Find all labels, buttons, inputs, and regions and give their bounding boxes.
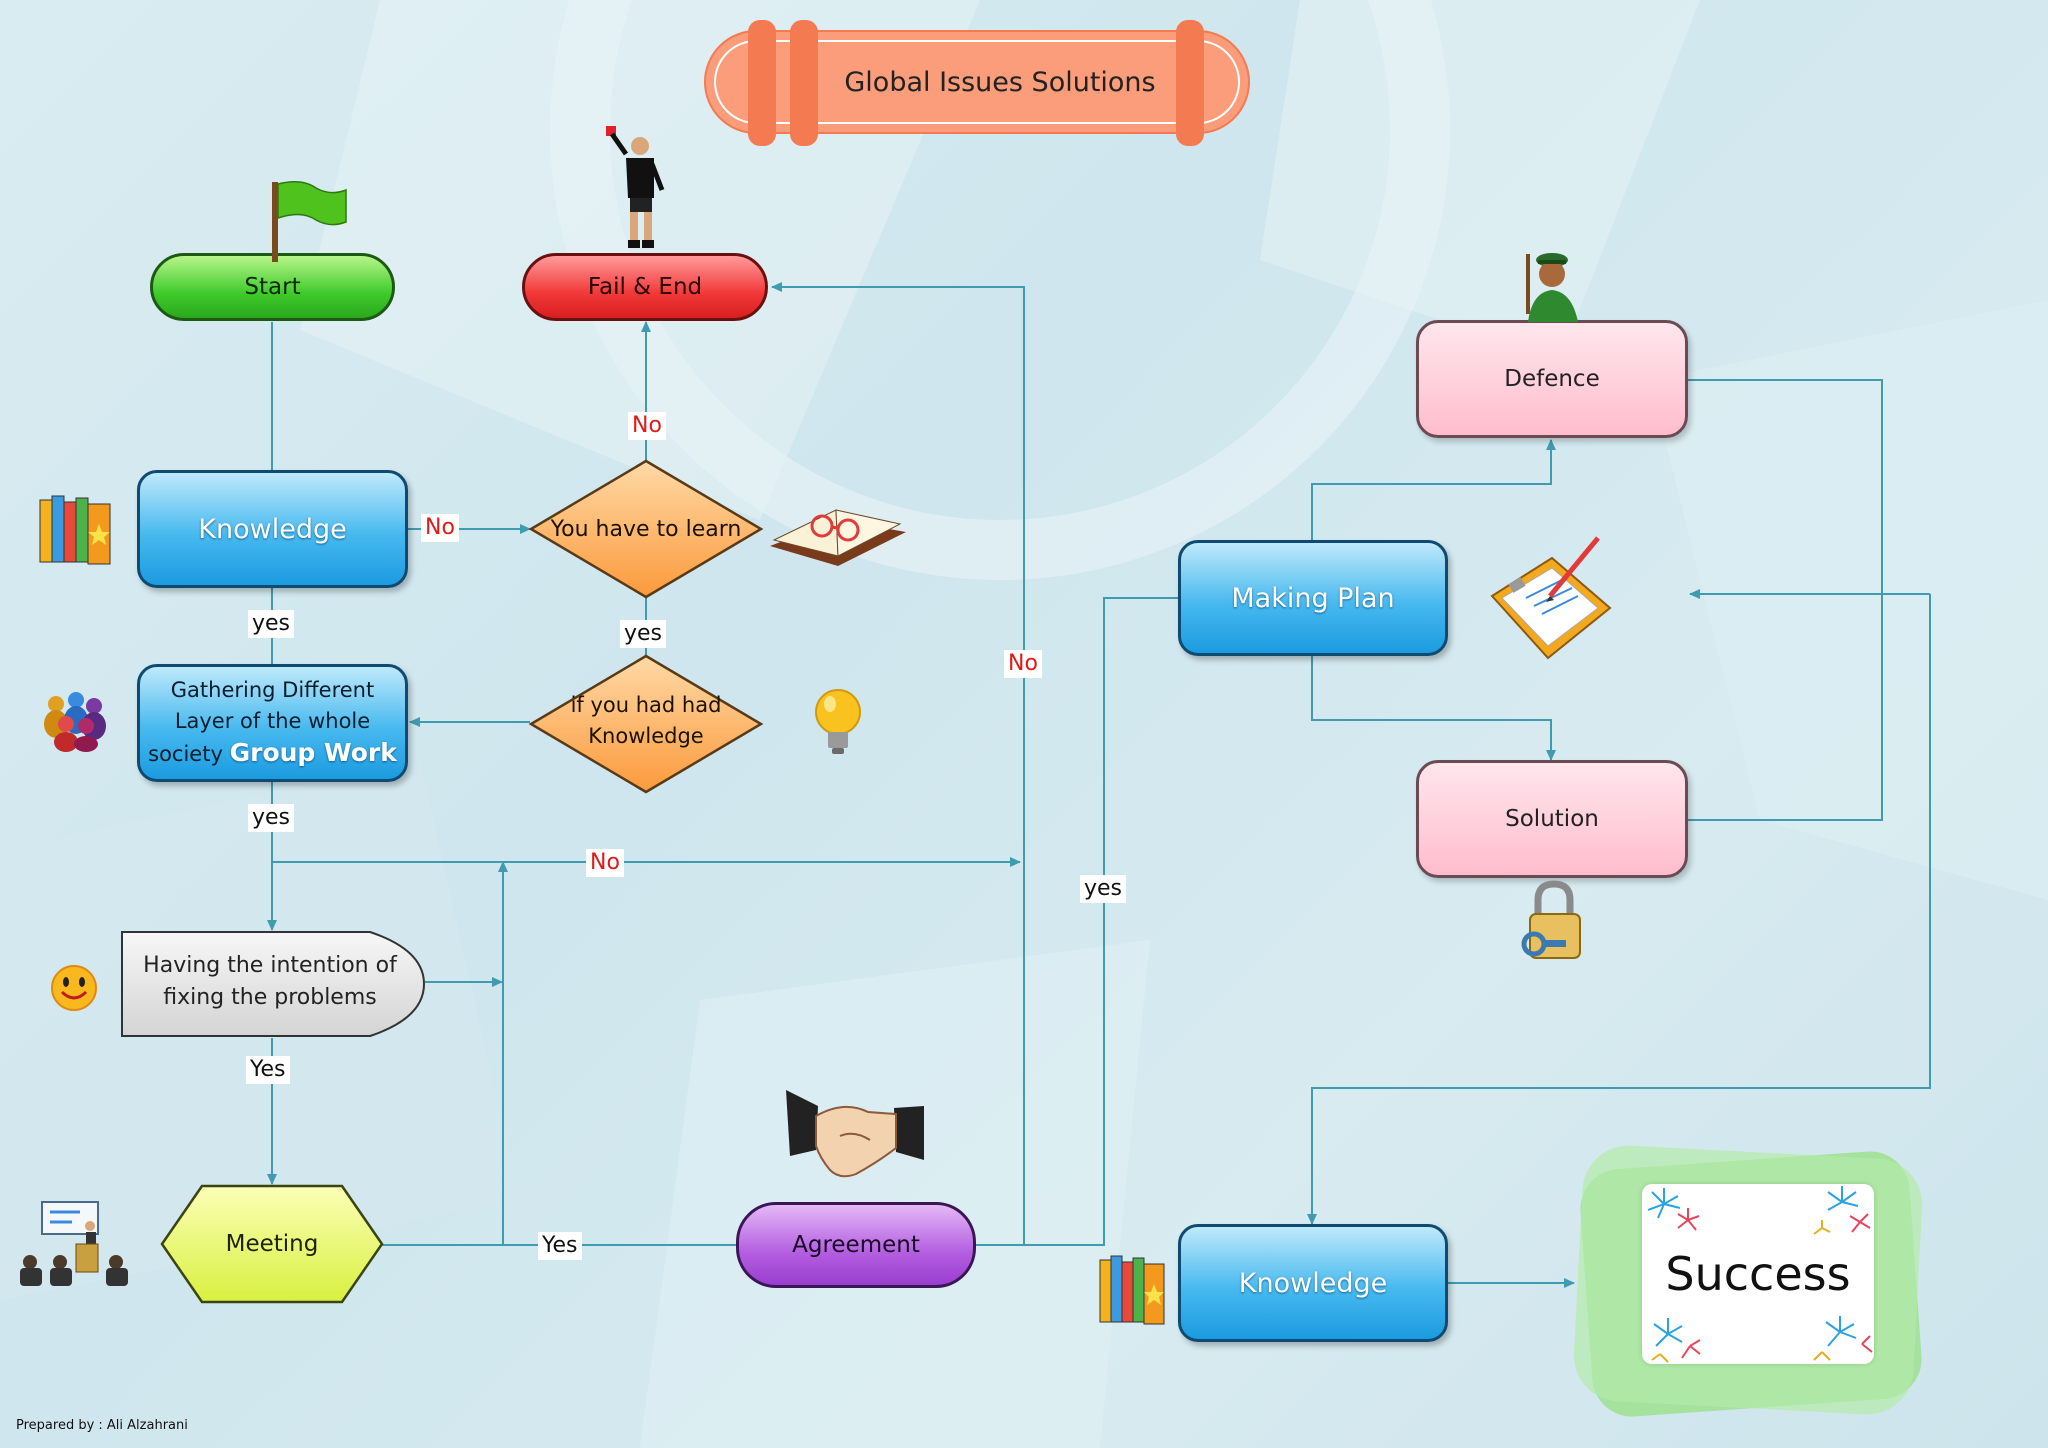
presentation-icon (20, 1201, 128, 1286)
knowledge-node: Knowledge (137, 470, 408, 588)
decision-learn-shape (528, 459, 764, 599)
label-no-agreement: No (1004, 650, 1042, 678)
edge-agreement-fail (771, 282, 1025, 1246)
start-node: Start (150, 253, 395, 321)
referee-icon (606, 126, 665, 248)
handshake-icon (786, 1090, 924, 1178)
meeting-node: Meeting (225, 1231, 319, 1257)
decision-learn: You have to learn (550, 516, 742, 542)
label-yes-meeting: Yes (538, 1232, 582, 1260)
label-yes-knowledge: yes (248, 610, 295, 638)
defence-node: Defence (1416, 320, 1688, 438)
credit-text: Prepared by : Ali Alzahrani (16, 1418, 188, 1433)
padlock-icon (1521, 880, 1581, 959)
agreement-node: Agreement (736, 1202, 976, 1288)
label-yes-intention: Yes (246, 1056, 290, 1084)
soldier-icon (1526, 253, 1578, 322)
gathering-line1: Gathering Different (170, 678, 375, 702)
gathering-group-work: Group Work (229, 738, 397, 767)
books-icon (1099, 1255, 1165, 1325)
people-icon (44, 692, 106, 752)
intention-line2: fixing the problems (163, 985, 377, 1010)
intention-node: Having the intention of fixing the probl… (120, 950, 420, 1014)
label-no-gather: No (586, 849, 624, 877)
clipboard-icon (1490, 536, 1612, 660)
knowledge-bottom-node: Knowledge (1178, 1224, 1448, 1342)
gathering-line3: society Group Work (140, 737, 405, 770)
lightbulb-icon (815, 689, 861, 754)
success-node: Success (1571, 1143, 1928, 1420)
book-glasses-icon (770, 509, 906, 566)
label-yes-gather: yes (248, 804, 295, 832)
flag-icon (272, 181, 347, 262)
fireworks-icon (1647, 1186, 1873, 1363)
title-banner: Global Issues Solutions (704, 20, 1250, 146)
decision-had-knowledge-shape (528, 654, 764, 794)
decision-had-knowledge-line1: if you had had (570, 693, 722, 717)
edge-plan-defence (1311, 439, 1556, 540)
making-plan-node: Making Plan (1178, 540, 1448, 656)
books-icon (39, 495, 111, 565)
success-label: Success (1665, 1247, 1851, 1301)
intention-shape (121, 931, 426, 1037)
gathering-node: Gathering Different Layer of the whole s… (137, 664, 408, 782)
label-no-knowledge: No (421, 514, 459, 542)
edge-agreement-plan (1024, 597, 1178, 1246)
meeting-shape (160, 1184, 384, 1304)
decision-had-knowledge: if you had had Knowledge (528, 690, 764, 752)
gathering-line2: Layer of the whole (174, 709, 371, 733)
fail-end-node: Fail & End (522, 253, 768, 321)
edge-defence-loop (1688, 379, 1883, 821)
smiley-icon (51, 965, 97, 1011)
intention-line1: Having the intention of (143, 953, 397, 978)
edge-plan-solution (1311, 656, 1556, 761)
page-title: Global Issues Solutions (844, 66, 1156, 98)
decision-had-knowledge-line2: Knowledge (588, 724, 704, 748)
label-yes-agreement: yes (1080, 875, 1127, 903)
label-yes-learn: yes (620, 620, 667, 648)
solution-node: Solution (1416, 760, 1688, 878)
edge-loop-back (1307, 594, 1931, 1225)
label-no-learn: No (628, 412, 666, 440)
gathering-line3a: society (148, 742, 223, 766)
